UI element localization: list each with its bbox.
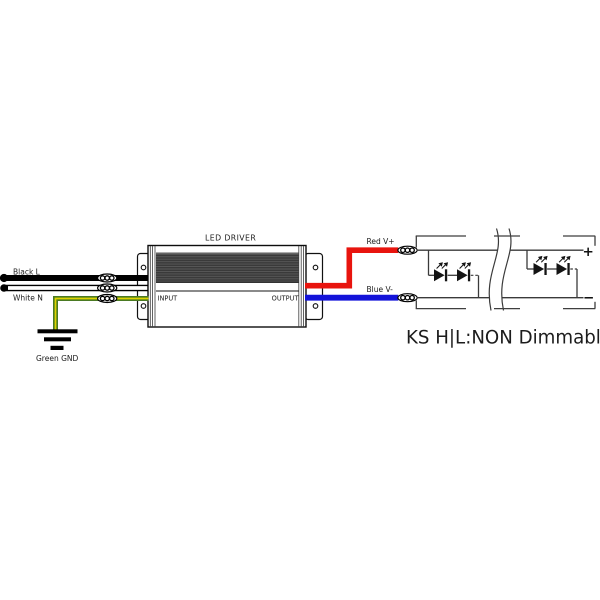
diagram-caption: KS H|L:NON Dimmable bbox=[406, 328, 600, 349]
ground-wire-label: Green GND bbox=[36, 354, 79, 363]
led-icon bbox=[457, 262, 471, 281]
mounting-hole bbox=[312, 264, 319, 271]
wire-connector bbox=[96, 283, 118, 293]
wire-connector bbox=[397, 293, 418, 303]
wire-connector bbox=[96, 273, 118, 283]
driver-input-label: INPUT bbox=[158, 295, 179, 303]
driver-heatsink-fins bbox=[156, 252, 299, 283]
driver-title: LED DRIVER bbox=[205, 234, 256, 243]
positive-terminal: + bbox=[583, 244, 594, 260]
earth-ground-symbol bbox=[37, 329, 78, 350]
led-driver-box: INPUT OUTPUT bbox=[147, 244, 307, 328]
led-icon bbox=[434, 262, 448, 281]
wire-connector bbox=[96, 293, 118, 304]
ground-wire-green bbox=[53, 296, 149, 331]
led-string bbox=[526, 250, 578, 298]
mounting-hole bbox=[312, 303, 319, 309]
wire-connector bbox=[397, 245, 418, 255]
led-icon bbox=[534, 256, 548, 275]
negative-wire-label: Blue V- bbox=[367, 285, 394, 294]
positive-wire-label: Red V+ bbox=[367, 237, 395, 246]
led-string bbox=[427, 250, 480, 298]
line-wire-label: Black L bbox=[13, 268, 41, 277]
line-wire-black bbox=[0, 273, 148, 283]
negative-terminal: − bbox=[583, 290, 594, 306]
led-module-outline bbox=[415, 235, 596, 310]
neutral-wire-label: White N bbox=[13, 294, 43, 303]
mounting-hole bbox=[140, 303, 147, 309]
mounting-hole bbox=[140, 264, 147, 271]
driver-output-label: OUTPUT bbox=[272, 295, 300, 303]
positive-wire-red bbox=[305, 247, 399, 289]
neutral-wire-white bbox=[0, 284, 148, 292]
led-strip-circuit: + − bbox=[415, 226, 596, 312]
led-icon bbox=[557, 256, 571, 275]
